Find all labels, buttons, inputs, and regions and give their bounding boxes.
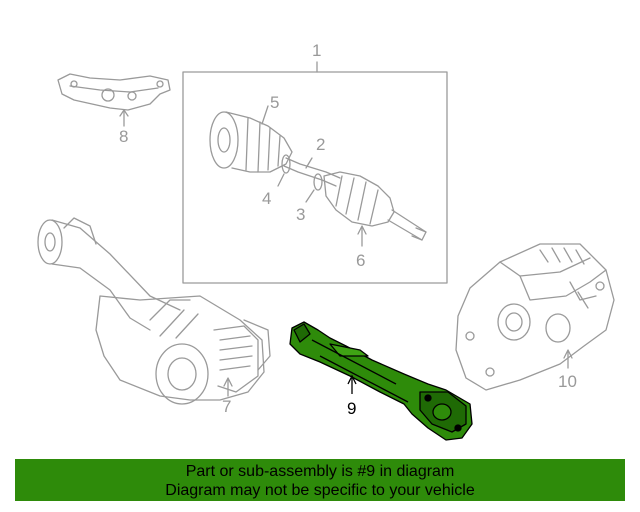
mount-bracket-part-8 bbox=[57, 73, 171, 127]
callout-2[interactable]: 2 bbox=[316, 135, 326, 154]
inner-cv-joint-part-6 bbox=[323, 171, 427, 247]
outer-cv-joint-part-5 bbox=[209, 105, 293, 173]
callout-5[interactable]: 5 bbox=[270, 93, 280, 112]
callout-8[interactable]: 8 bbox=[119, 127, 129, 146]
callout-6[interactable]: 6 bbox=[356, 251, 366, 270]
callout-4[interactable]: 4 bbox=[262, 189, 272, 208]
banner-line-1: Part or sub-assembly is #9 in diagram bbox=[185, 463, 455, 480]
clamp-part-3 bbox=[305, 173, 323, 203]
callout-3[interactable]: 3 bbox=[296, 205, 306, 224]
shaft-tube-part-9-highlighted bbox=[289, 321, 473, 441]
axle-assembly-box bbox=[182, 71, 448, 284]
banner-line-2: Diagram may not be specific to your vehi… bbox=[165, 482, 475, 499]
differential-carrier-part-10 bbox=[455, 243, 615, 391]
callout-7[interactable]: 7 bbox=[222, 397, 232, 416]
ring-part-4 bbox=[277, 154, 291, 187]
info-banner: Part or sub-assembly is #9 in diagram Di… bbox=[15, 459, 625, 501]
callout-1[interactable]: 1 bbox=[312, 41, 322, 60]
axle-housing-part-7 bbox=[37, 217, 271, 405]
axle-shaft-part-2 bbox=[283, 157, 341, 187]
callout-9[interactable]: 9 bbox=[347, 399, 357, 418]
callout-10[interactable]: 10 bbox=[558, 372, 577, 391]
